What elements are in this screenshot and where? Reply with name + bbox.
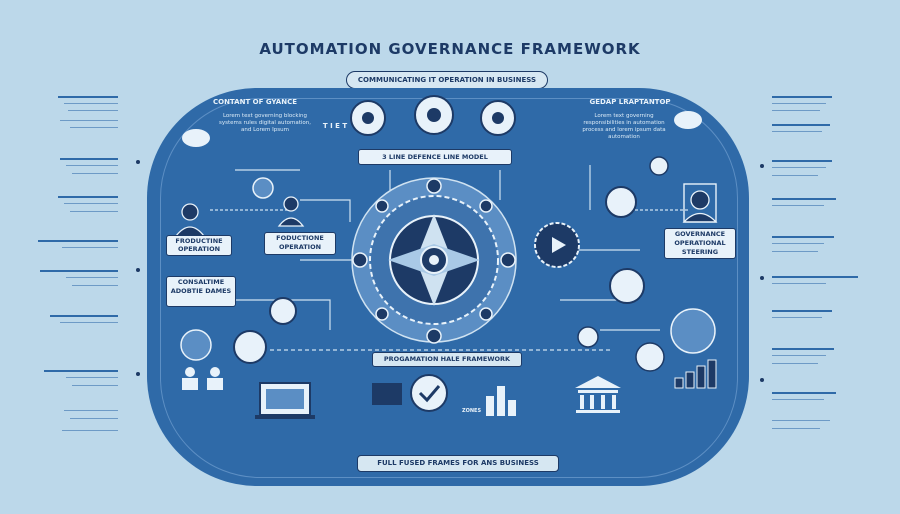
connector-dot (136, 372, 140, 376)
programation-framework-banner: PROGAMATION HALE FRAMEWORK (372, 352, 522, 367)
production-operation-tag-2: FODUCTIONE OPERATION (264, 232, 336, 255)
defence-line-banner: 3 LINE DEFENCE LINE MODEL (358, 149, 512, 165)
connector-dot (136, 268, 140, 272)
page-title: AUTOMATION GOVERNANCE FRAMEWORK (259, 40, 641, 58)
connector-dot (760, 378, 764, 382)
connector-dot (760, 164, 764, 168)
top-left-note: Lorem text governing blocking systems ru… (218, 113, 311, 133)
bottom-banner: FULL FUSED FRAMES FOR ANS BUSINESS (357, 455, 559, 472)
top-right-note: Lorem text governing responsibilities in… (582, 113, 666, 140)
production-operation-tag: FRODUCTINE OPERATION (166, 235, 232, 256)
framework-board-border (160, 98, 738, 478)
top-mid-label: T I E T (322, 122, 348, 130)
governance-steering-tag: GOVERNANCE OPERATIONAL STEERING (664, 228, 736, 259)
top-left-heading: CONTANT OF GYANCE (212, 98, 298, 106)
zones-label: ZONES (462, 408, 482, 414)
connector-dot (760, 276, 764, 280)
consultation-tag: CONSALTIME ADOBTIE DAMES (166, 276, 236, 307)
top-right-heading: GEDAP LRAPTANTOP (589, 98, 671, 106)
connector-dot (136, 160, 140, 164)
